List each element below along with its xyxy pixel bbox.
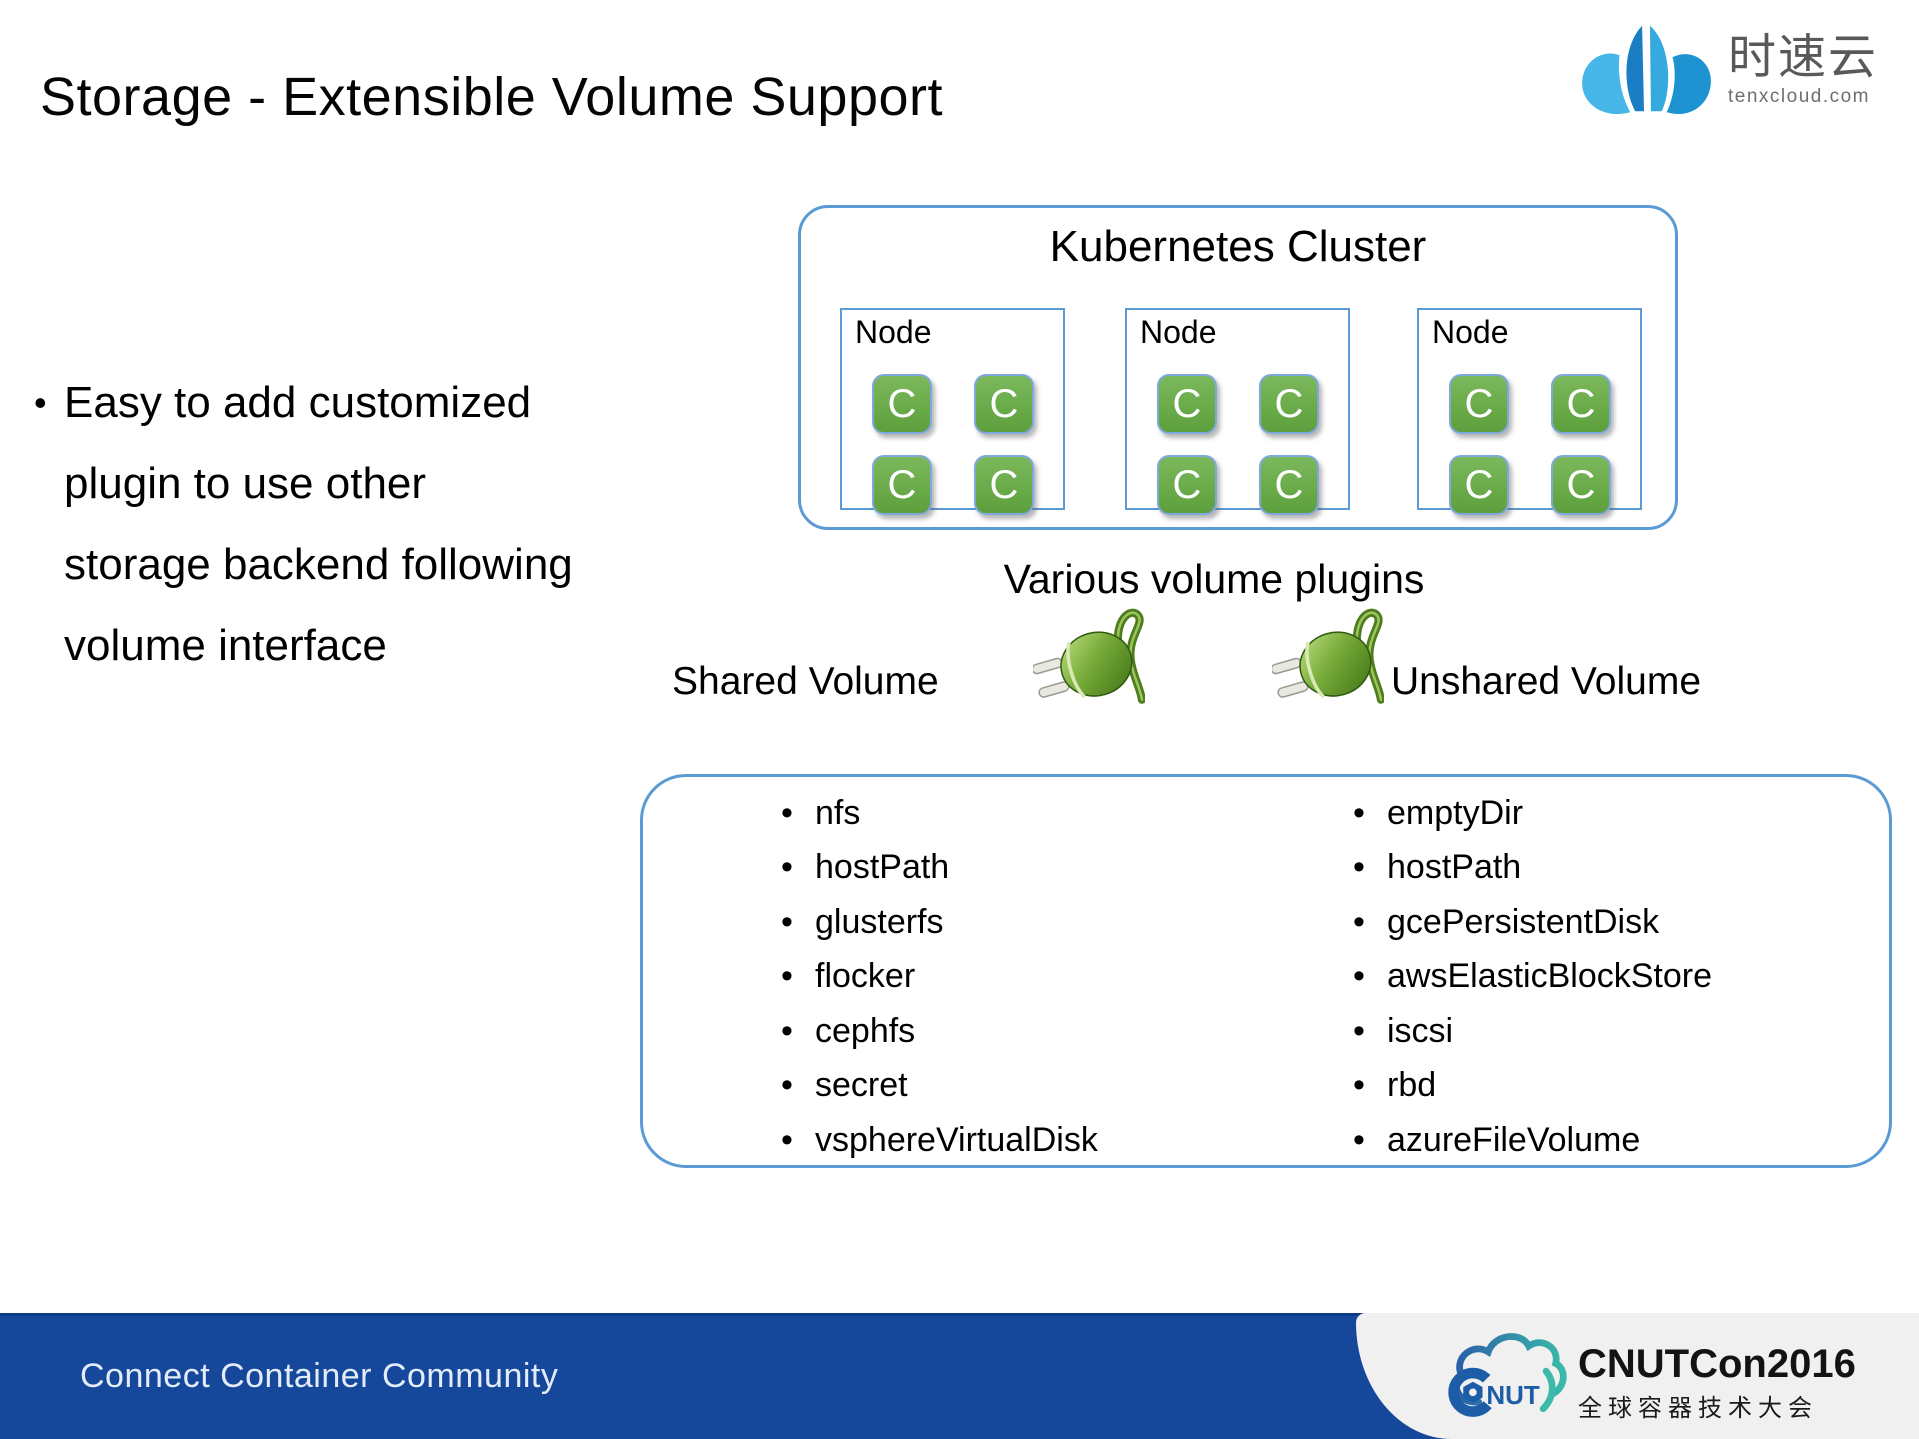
volume-list-item: • nfs xyxy=(781,786,1098,841)
container-square: C xyxy=(974,374,1034,434)
volume-plugin-name: vsphereVirtualDisk xyxy=(815,1120,1098,1159)
node-label: Node xyxy=(855,314,932,350)
tenxcloud-logo: 时速云 tenxcloud.com xyxy=(1572,14,1878,122)
list-bullet: • xyxy=(1353,1011,1365,1050)
list-bullet: • xyxy=(1353,793,1365,832)
unshared-volume-list: • emptyDir • hostPath • gcePersistentDisk • aws… xyxy=(1353,786,1712,1168)
bullet-line: Easy to add customized xyxy=(64,378,532,427)
page-title: Storage - Extensible Volume Support xyxy=(40,67,944,127)
volume-list-item: • hostPath xyxy=(781,841,1098,896)
brand-domain: tenxcloud.com xyxy=(1728,86,1871,107)
volume-list-item: • iscsi xyxy=(1353,1004,1712,1059)
container-square: C xyxy=(872,455,932,515)
container-square: C xyxy=(1551,455,1611,515)
shared-volume-label: Shared Volume xyxy=(672,660,939,703)
volume-list-item: • glusterfs xyxy=(781,895,1098,950)
bullet-line: plugin to use other xyxy=(64,459,427,508)
footer-bar: Connect Container Community NUT CNUTCon2… xyxy=(0,1313,1919,1439)
container-square: C xyxy=(1157,455,1217,515)
list-bullet: • xyxy=(781,793,793,832)
container-square: C xyxy=(1259,455,1319,515)
volume-plugin-name: hostPath xyxy=(1387,848,1522,887)
brand-name: 时速云 xyxy=(1728,31,1879,84)
volume-list-item: • azureFileVolume xyxy=(1353,1113,1712,1168)
plugins-heading: Various volume plugins xyxy=(1003,556,1425,602)
unshared-volume-label: Unshared Volume xyxy=(1391,660,1702,703)
volume-plugin-name: gcePersistentDisk xyxy=(1387,902,1660,941)
container-square: C xyxy=(974,455,1034,515)
volume-list-item: • flocker xyxy=(781,950,1098,1005)
list-bullet: • xyxy=(1353,902,1365,941)
bullet-line: volume interface xyxy=(64,621,387,670)
conference-panel: NUT CNUTCon2016 全球容器技术大会 xyxy=(1356,1313,1919,1439)
volume-lists-box: • nfs • hostPath • glusterfs • flocker • cephfs • s… xyxy=(640,774,1892,1168)
list-bullet: • xyxy=(1353,957,1365,996)
conference-title: CNUTCon2016 xyxy=(1578,1342,1856,1386)
bullet-point: • Easy to add customized plugin to use ot… xyxy=(34,362,573,686)
container-square: C xyxy=(1259,374,1319,434)
volume-plugin-name: emptyDir xyxy=(1387,793,1524,832)
list-bullet: • xyxy=(781,1066,793,1105)
volume-plugin-name: iscsi xyxy=(1387,1011,1454,1050)
volume-plugin-name: glusterfs xyxy=(815,902,944,941)
volume-list-item: • vsphereVirtualDisk xyxy=(781,1113,1098,1168)
volume-plugin-name: rbd xyxy=(1387,1066,1437,1105)
plug-icon xyxy=(1272,608,1384,704)
volume-plugin-name: awsElasticBlockStore xyxy=(1387,957,1713,996)
volume-plugin-name: secret xyxy=(815,1066,908,1105)
container-square: C xyxy=(872,374,932,434)
tenxcloud-text: 时速云 tenxcloud.com xyxy=(1728,14,1878,108)
bullet-line: storage backend following xyxy=(64,540,573,589)
bullet-lines: Easy to add customized plugin to use othe… xyxy=(64,362,573,686)
plug-icon xyxy=(1033,608,1145,704)
container-square: C xyxy=(1449,455,1509,515)
container-square: C xyxy=(1157,374,1217,434)
container-square: C xyxy=(1449,374,1509,434)
container-square: C xyxy=(1551,374,1611,434)
volume-list-item: • cephfs xyxy=(781,1004,1098,1059)
volume-list-item: • rbd xyxy=(1353,1059,1712,1114)
list-bullet: • xyxy=(781,848,793,887)
volume-plugin-name: azureFileVolume xyxy=(1387,1120,1641,1159)
footer-tagline: Connect Container Community xyxy=(80,1357,559,1395)
list-bullet: • xyxy=(1353,1120,1365,1159)
volume-plugin-name: cephfs xyxy=(815,1011,916,1050)
bullet-marker: • xyxy=(34,382,47,423)
list-bullet: • xyxy=(781,957,793,996)
volume-list-item: • secret xyxy=(781,1059,1098,1114)
volume-list-item: • hostPath xyxy=(1353,841,1712,896)
list-bullet: • xyxy=(1353,1066,1365,1105)
list-bullet: • xyxy=(1353,848,1365,887)
volume-list-item: • gcePersistentDisk xyxy=(1353,895,1712,950)
volume-plugin-name: hostPath xyxy=(815,848,950,887)
volume-list-item: • emptyDir xyxy=(1353,786,1712,841)
node-label: Node xyxy=(1140,314,1217,350)
volume-plugin-name: nfs xyxy=(815,793,861,832)
list-bullet: • xyxy=(781,1011,793,1050)
tenxcloud-cloud-icon xyxy=(1582,25,1711,115)
node-label: Node xyxy=(1432,314,1509,350)
cluster-title: Kubernetes Cluster xyxy=(1049,222,1427,271)
cnutcon-logo-icon: NUT xyxy=(1448,1333,1567,1417)
conference-text: CNUTCon2016 全球容器技术大会 xyxy=(1578,1343,1856,1423)
shared-volume-list: • nfs • hostPath • glusterfs • flocker • cephfs • s… xyxy=(781,786,1098,1168)
volume-plugin-name: flocker xyxy=(815,957,916,996)
list-bullet: • xyxy=(781,902,793,941)
list-bullet: • xyxy=(781,1120,793,1159)
cnut-cloud-text: NUT xyxy=(1486,1380,1540,1410)
volume-list-item: • awsElasticBlockStore xyxy=(1353,950,1712,1005)
conference-subtitle: 全球容器技术大会 xyxy=(1578,1395,1818,1422)
